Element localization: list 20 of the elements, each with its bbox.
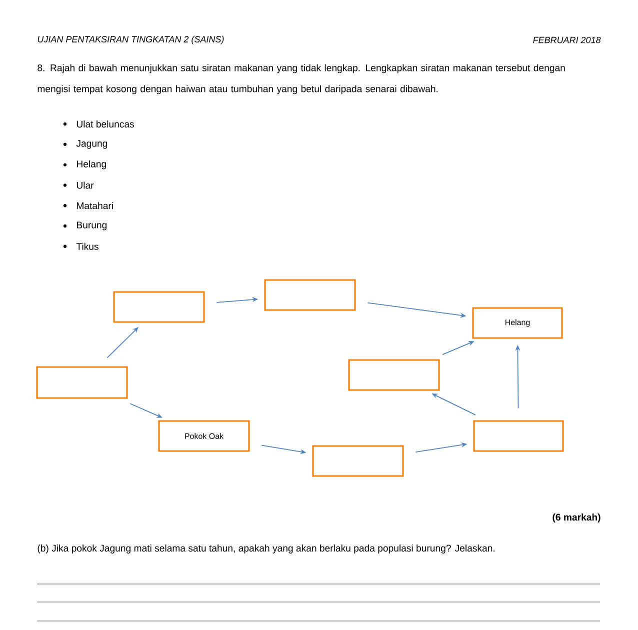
header-text: UJIAN PENTAKSIRAN TINGKATAN 2 (SAINS) (38, 36, 224, 44)
empty-box (36, 366, 128, 399)
list-item: Ular (76, 182, 94, 189)
marks-text: (6 markah) (552, 514, 600, 522)
list-item: Matahari (76, 202, 113, 210)
empty-box (264, 279, 356, 311)
list-item: Jagung (76, 140, 108, 149)
header-text: FEBRUARI 2018 (533, 36, 601, 44)
empty-box (348, 359, 440, 391)
empty-box (113, 291, 205, 323)
label-box: Pokok Oak (158, 420, 250, 452)
empty-box (473, 420, 564, 452)
question-text: 8. Rajah di bawah menunjukkan satu siratan makanan yang tidak lengkap. Lengkapkan siratan makanan tersebut dengan mengisi tempat kosong dengan haiwan atau tumbuhan yang betul daripada senarai dibawah. (38, 64, 565, 94)
list-item: Helang (76, 160, 106, 170)
question-text: (b) Jika pokok Jagung mati selama satu tahun, apakah yang akan berlaku pada populasi burung? Jelaskan. (38, 544, 494, 554)
list-item: Tikus (76, 242, 98, 250)
list-item: Ulat beluncas (76, 120, 134, 128)
list-item: Burung (76, 222, 107, 230)
label-box: Helang (472, 307, 563, 339)
empty-box (312, 445, 404, 477)
